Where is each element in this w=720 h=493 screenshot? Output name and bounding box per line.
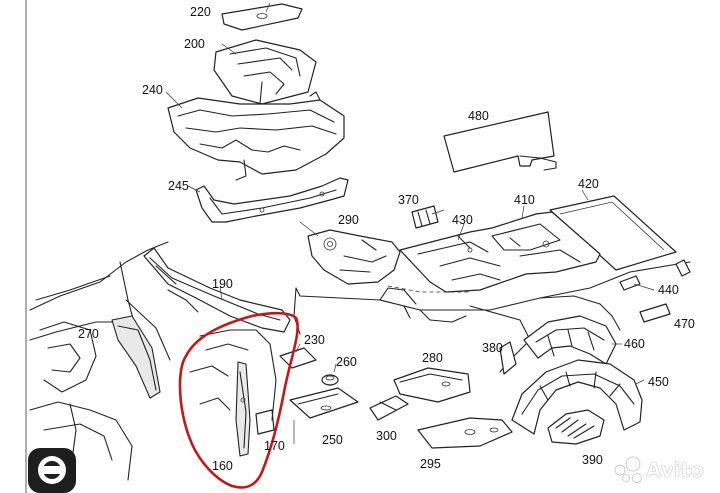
part-280-pad	[393, 367, 471, 403]
part-190-cowl-panel	[143, 247, 291, 333]
label-290: 290	[338, 213, 359, 227]
part-450-wheel-arch-liner	[511, 359, 643, 435]
label-160: 160	[212, 459, 233, 473]
part-300-pad	[369, 395, 409, 421]
label-270: 270	[78, 327, 99, 341]
part-170-pad	[255, 409, 275, 435]
label-460: 460	[624, 337, 645, 351]
label-430: 430	[452, 213, 473, 227]
avito-watermark: Avito	[614, 456, 704, 483]
part-220-cover-panel	[221, 2, 303, 31]
part-160-a-pillar-insulation	[235, 361, 251, 457]
part-380-piece	[499, 341, 517, 375]
red-highlight-outline	[178, 311, 299, 489]
label-440: 440	[658, 283, 679, 297]
label-230: 230	[304, 333, 325, 347]
app-logo-icon	[28, 448, 76, 493]
label-380: 380	[482, 341, 503, 355]
label-220: 220	[190, 5, 211, 19]
part-410-430-floor-insulation	[399, 211, 601, 293]
part-200-insulation	[213, 39, 317, 105]
avito-watermark-text: Avito	[646, 458, 704, 482]
part-260-grommet	[321, 363, 339, 386]
label-280: 280	[422, 351, 443, 365]
part-290-firewall-insulation	[307, 229, 401, 285]
label-370: 370	[398, 193, 419, 207]
a-pillar-structure	[189, 329, 277, 421]
label-250: 250	[322, 433, 343, 447]
label-300: 300	[376, 429, 397, 443]
leader-lines	[165, 43, 655, 444]
label-480: 480	[468, 109, 489, 123]
label-450: 450	[648, 375, 669, 389]
label-390: 390	[582, 453, 603, 467]
part-295-pad	[417, 417, 513, 449]
part-240-insulation	[167, 91, 345, 181]
label-470: 470	[674, 317, 695, 331]
label-260: 260	[336, 355, 357, 369]
part-460-wheel-arch-liner	[523, 315, 617, 365]
label-190: 190	[212, 277, 233, 291]
part-390-pad	[547, 409, 605, 445]
part-labels: 220 200 240 245 480 370 410 420 290 430 …	[78, 5, 695, 473]
label-420: 420	[578, 177, 599, 191]
label-170: 170	[264, 439, 285, 453]
part-245-bracket	[195, 177, 349, 223]
part-470-pad	[639, 303, 671, 323]
label-245: 245	[168, 179, 189, 193]
part-480-panel	[443, 111, 557, 173]
label-200: 200	[184, 37, 205, 51]
label-295: 295	[420, 457, 441, 471]
label-410: 410	[514, 193, 535, 207]
part-230-pad	[279, 347, 317, 369]
label-240: 240	[142, 83, 163, 97]
avito-logo-icon	[614, 456, 642, 483]
part-250-floor-pad	[289, 387, 359, 419]
part-440-pad	[619, 259, 691, 291]
part-370-pad	[411, 205, 439, 229]
part-270-side-liner	[29, 315, 161, 481]
